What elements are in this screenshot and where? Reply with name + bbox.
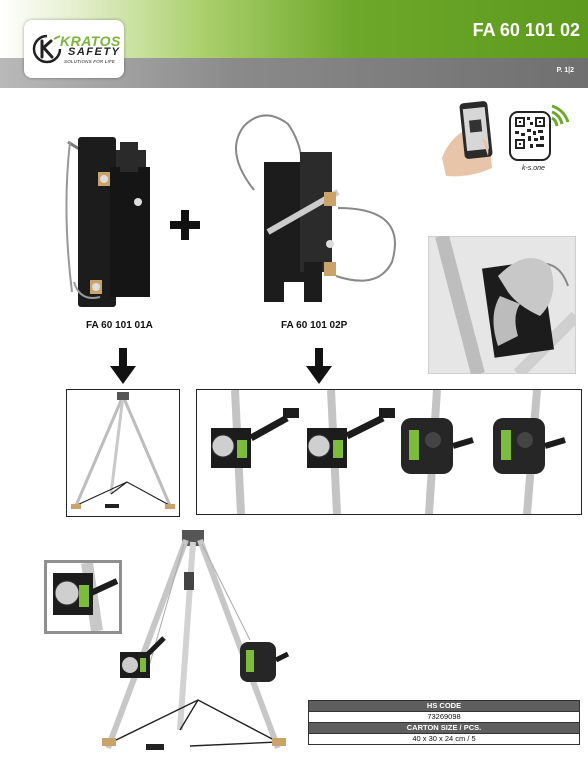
arrow-down-icon (110, 348, 136, 384)
carton-size-value: 40 x 30 x 24 cm / 5 (308, 733, 580, 745)
qr-caption: k-s.one (522, 165, 545, 172)
tripod-box (66, 389, 180, 517)
bracket-02p-image (235, 114, 396, 302)
phone-hand-icon (442, 101, 493, 177)
brand-tagline: SOLUTIONS FOR LIFE (64, 59, 116, 64)
brand-sub: SAFETY (68, 46, 121, 58)
bracket-01a-image (65, 137, 150, 307)
page-header: KRATOS SAFETY SOLUTIONS FOR LIFE FA 60 1… (0, 0, 588, 90)
tripod-image (71, 392, 175, 509)
kratos-logo: KRATOS SAFETY SOLUTIONS FOR LIFE (24, 20, 124, 78)
hs-code-label: HS CODE (308, 700, 580, 712)
label-fa-60-101-02p: FA 60 101 02P (281, 320, 348, 331)
product-reference: FA 60 101 02 (472, 20, 580, 40)
label-fa-60-101-01a: FA 60 101 01A (86, 320, 153, 331)
page-number: P. 1|2 (556, 67, 574, 74)
qr-code-area: k-s.one (440, 98, 580, 183)
plus-icon (170, 210, 200, 240)
winch-detail-inset (44, 560, 122, 634)
brand-main: KRATOS (60, 33, 121, 49)
qr-code-icon (509, 104, 570, 161)
tripod-with-winches-image (102, 530, 290, 750)
installation-photo (428, 236, 576, 374)
winch-options-box (196, 389, 582, 515)
winch-options-image (211, 389, 566, 515)
carton-size-label: CARTON SIZE / PCS. (308, 722, 580, 734)
hs-code-value: 73269098 (308, 711, 580, 723)
winch-detail-image (53, 562, 119, 632)
kratos-k-icon (32, 34, 62, 64)
spec-table: HS CODE 73269098 CARTON SIZE / PCS. 40 x… (308, 700, 580, 745)
arrow-down-icon (306, 348, 332, 384)
